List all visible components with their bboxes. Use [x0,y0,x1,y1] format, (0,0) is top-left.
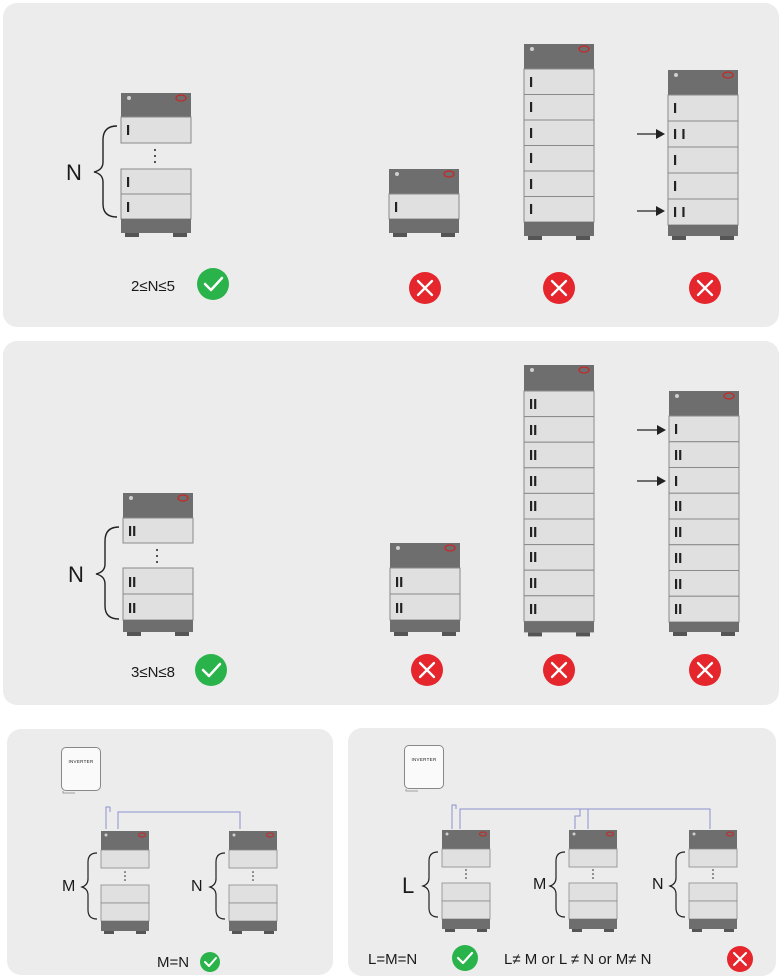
svg-text:II: II [529,447,537,464]
tower-too-few: I [388,169,460,237]
svg-text:II: II [529,524,537,541]
svg-text:I: I [673,100,677,117]
svg-text:II: II [529,601,537,618]
svg-text:II: II [674,447,682,464]
cross-circle-icon [689,272,721,304]
svg-text:I: I [529,176,533,193]
condition-ok-label: L=M=N [368,951,418,968]
svg-text:II: II [529,422,537,439]
tower-correct: II II II [122,493,194,636]
check-circle-icon [197,268,229,300]
tower-n [688,830,738,932]
brace [93,125,118,218]
tower-l [441,830,491,932]
svg-text:I: I [673,178,677,195]
svg-text:II: II [128,574,136,591]
tower-m [100,831,150,934]
cross-circle-icon [543,272,575,304]
svg-text:II: II [395,574,403,591]
inverter-label: INVERTER [411,757,437,762]
cross-circle-icon [727,946,753,972]
svg-text:I: I [529,125,533,142]
panel2-diagram: II II II II II II II II I [95,365,740,686]
check-circle-icon [452,945,478,971]
brace [95,526,120,620]
n-label: N [191,878,203,895]
svg-text:II: II [674,550,682,567]
m-label: M [62,878,76,895]
svg-text:I: I [126,174,130,191]
svg-text:I: I [529,74,533,91]
check-circle-icon [200,952,220,972]
svg-text:II: II [674,498,682,515]
tower-too-many: I I I I I I [523,44,595,240]
tower-n [228,831,278,934]
svg-text:I: I [674,473,678,490]
svg-text:I: I [529,150,533,167]
svg-text:I: I [674,421,678,438]
panel-hv-single-tower [3,3,779,327]
svg-text:II: II [529,549,537,566]
svg-text:II: II [529,396,537,413]
panel1-diagram: I I I I I I I I I I [93,44,739,304]
arrow-right-icon [637,476,666,486]
svg-text:II: II [674,601,682,618]
tower-too-few: II II [389,543,461,636]
svg-text:I: I [673,152,677,169]
n-label: N [68,562,84,587]
svg-text:I: I [529,201,533,218]
n-label: N [652,876,664,893]
cross-circle-icon [411,654,443,686]
m-label: M [533,876,547,893]
inverter-box: INVERTER [404,745,444,789]
arrow-right-icon [637,129,665,139]
tower-correct: I I I [120,93,192,237]
condition-bad-label: L≠ M or L ≠ N or M≠ N [504,951,652,968]
cross-circle-icon [689,654,721,686]
inverter-label: INVERTER [68,759,94,764]
panel4-diagram [405,789,753,972]
arrow-right-icon [637,206,665,216]
panel3-diagram [62,791,278,972]
svg-text:II: II [529,473,537,490]
svg-text:II: II [674,524,682,541]
svg-text:II: II [395,600,403,617]
cross-circle-icon [543,654,575,686]
svg-text:I I: I I [673,204,686,221]
tower-mixed: I I I I I I I [667,70,739,240]
tower-mixed: I II I II II II II II [668,391,740,636]
svg-text:I: I [529,99,533,116]
cross-circle-icon [409,272,441,304]
svg-text:II: II [674,576,682,593]
condition-label: 2≤N≤5 [131,278,175,295]
condition-label: 3≤N≤8 [131,664,175,681]
svg-text:II: II [529,575,537,592]
arrow-right-icon [637,425,666,435]
svg-text:I I: I I [673,126,686,143]
l-label: L [402,873,415,898]
inverter-box: INVERTER [61,747,101,791]
svg-text:II: II [128,523,136,540]
svg-text:II: II [529,498,537,515]
svg-text:II: II [128,600,136,617]
svg-text:I: I [126,199,130,216]
tower-too-many: II II II II II II II II II [523,365,595,637]
svg-text:I: I [394,199,398,216]
condition-label: M=N [157,954,190,971]
n-label: N [66,160,82,185]
module-mark: I [126,122,130,139]
tower-m [568,830,618,932]
check-circle-icon [195,654,227,686]
